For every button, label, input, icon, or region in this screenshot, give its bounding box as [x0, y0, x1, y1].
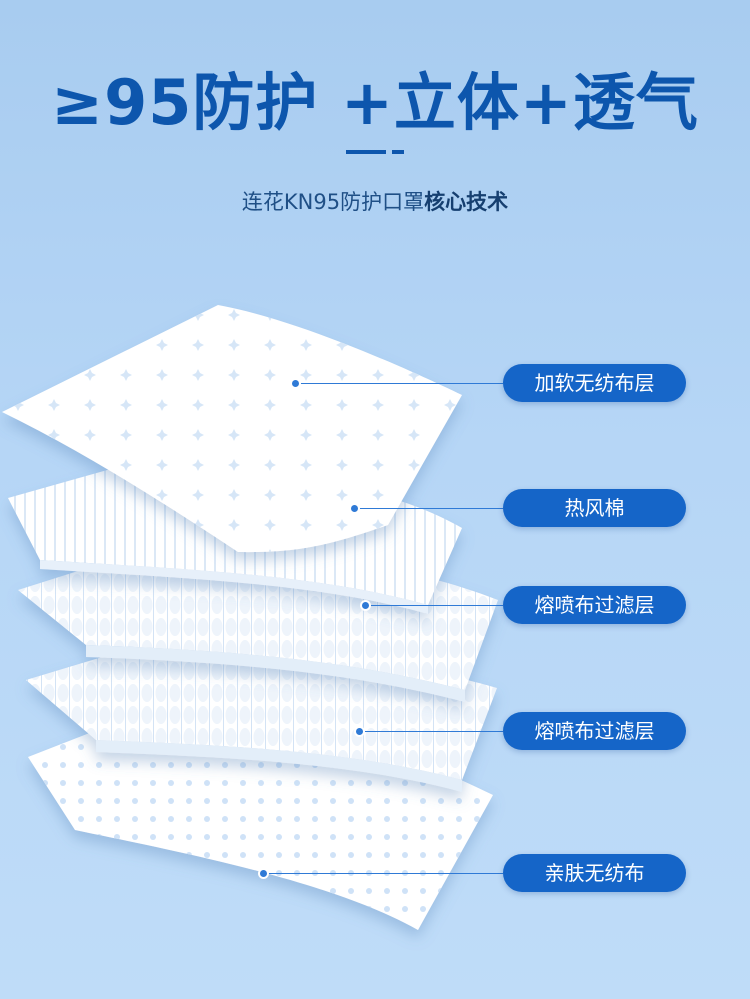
callout-line-5 [264, 873, 503, 874]
callout-line-1 [296, 383, 503, 384]
subtitle-normal: 连花KN95防护口罩 [241, 190, 425, 214]
layer-label-2: 热风棉 [503, 489, 686, 527]
layer-label-3: 熔喷布过滤层 [503, 586, 686, 624]
callout-dot-3 [360, 600, 371, 611]
layer-label-4: 熔喷布过滤层 [503, 712, 686, 750]
layer-label-1: 加软无纺布层 [503, 364, 686, 402]
divider-long [346, 150, 386, 154]
callout-dot-1 [290, 378, 301, 389]
headline: ≥95防护 +立体+透气 [51, 66, 699, 139]
callout-dot-5 [258, 868, 269, 879]
callout-dot-2 [349, 503, 360, 514]
callout-dot-4 [354, 726, 365, 737]
subtitle: 连花KN95防护口罩核心技术 [0, 186, 750, 216]
divider [346, 150, 404, 154]
subtitle-bold: 核心技术 [424, 190, 509, 214]
layer-label-5: 亲肤无纺布 [503, 854, 686, 892]
callout-line-4 [360, 731, 503, 732]
layer-soft-nonwoven [2, 305, 462, 553]
callout-line-3 [366, 605, 503, 606]
divider-short [392, 150, 404, 154]
callout-line-2 [355, 508, 503, 509]
